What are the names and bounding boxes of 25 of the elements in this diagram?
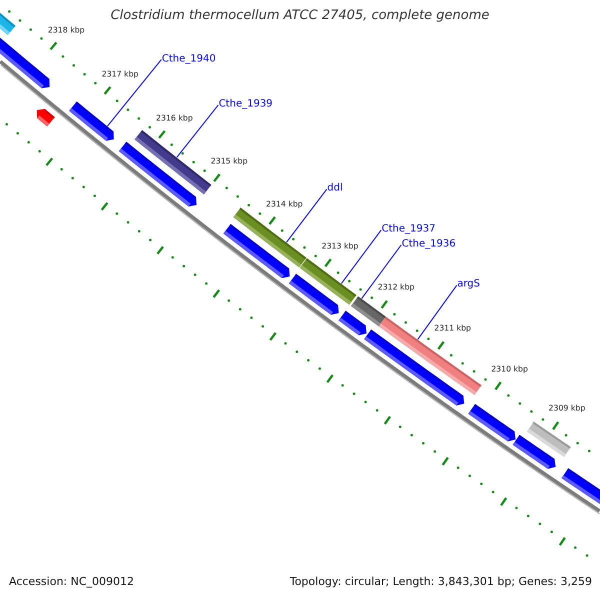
footer-text: Accession: NC_009012 bbox=[9, 576, 134, 589]
leader-line bbox=[286, 188, 328, 243]
gene-label: argS bbox=[457, 278, 480, 290]
gene-block bbox=[512, 434, 556, 469]
footer-text: Topology: circular; Length: 3,843,301 bp; Genes: 3,259 bbox=[290, 576, 592, 589]
title: Clostridium thermocellum ATCC 27405, complete genome bbox=[110, 9, 490, 24]
gene-block bbox=[288, 274, 339, 315]
gene-block bbox=[118, 142, 196, 206]
gene-block bbox=[0, 38, 50, 88]
gene-label: Cthe_1939 bbox=[218, 98, 273, 110]
gene-block bbox=[36, 108, 55, 126]
leader-line bbox=[176, 104, 219, 158]
gene-label: Cthe_1940 bbox=[162, 52, 216, 64]
leader-line bbox=[106, 59, 162, 127]
gene-block bbox=[223, 224, 290, 278]
gene-label: Cthe_1936 bbox=[402, 238, 456, 250]
gene-block bbox=[468, 404, 516, 442]
gene-block bbox=[338, 310, 366, 336]
gene-block bbox=[562, 468, 600, 504]
gene-block bbox=[0, 12, 16, 36]
gene-block bbox=[69, 102, 114, 141]
leader-line bbox=[340, 230, 382, 284]
gene-label: ddl bbox=[327, 182, 343, 194]
leader-line bbox=[361, 244, 402, 300]
gene-label: Cthe_1937 bbox=[382, 223, 436, 235]
